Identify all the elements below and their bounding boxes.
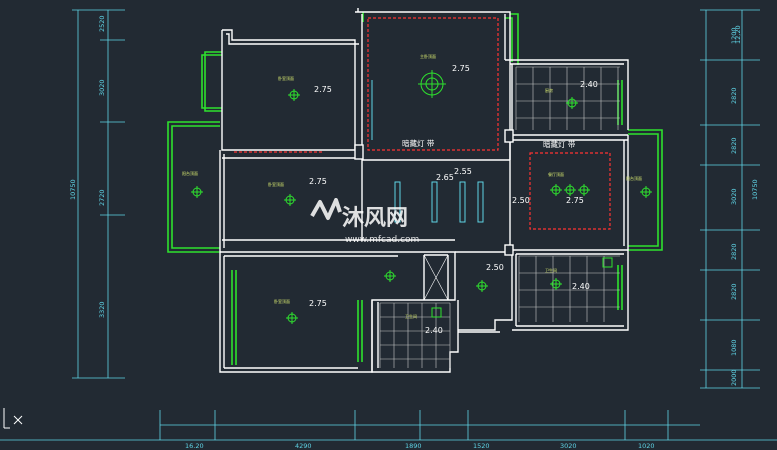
dim-right-3: 2820: [730, 137, 738, 154]
ceiling-height-corridor-b: 2.55: [454, 167, 472, 176]
ceiling-height-bedroom-lower: 2.75: [309, 299, 327, 308]
dim-right-2: 2820: [730, 87, 738, 104]
svg-text:卧室顶面: 卧室顶面: [268, 181, 284, 187]
dim-left-total: 10750: [69, 179, 77, 200]
walls: [219, 8, 629, 373]
cove-light-lines: [234, 17, 611, 230]
living-room-posts: [371, 80, 484, 223]
dimension-lines: [0, 9, 777, 441]
dim-bottom-3: 1890: [405, 442, 422, 450]
ceiling-height-master: 2.75: [452, 64, 470, 73]
dim-left-3: 2720: [98, 189, 106, 206]
dim-bottom-6: 1020: [638, 442, 655, 450]
ceiling-height-bedroom-upper: 2.75: [314, 85, 332, 94]
ceiling-height-bedroom-middle: 2.75: [309, 177, 327, 186]
dim-bottom-4: 1520: [473, 442, 490, 450]
room-labels: 卧室顶面 主卧顶面 阳台顶面 卧室顶面 餐厅顶面 阳台顶面 卧室顶面 卫生间 卫…: [182, 53, 642, 319]
dim-bottom-5: 3020: [560, 442, 577, 450]
watermark: 沐风网 www.mfcad.com: [310, 198, 419, 245]
ucs-axis-icon: [3, 408, 23, 429]
dim-right-1: 1200: [730, 27, 738, 44]
svg-text:厨房: 厨房: [545, 87, 553, 93]
svg-text:餐厅顶面: 餐厅顶面: [548, 171, 564, 177]
cove-light-note-dining: 暗藏灯 带: [543, 139, 576, 149]
dim-left-4: 3320: [98, 301, 106, 318]
vent-icon: [602, 257, 613, 268]
dim-right-top: 12,20: [734, 25, 742, 44]
ceiling-height-corridor-a: 2.65: [436, 173, 454, 182]
dim-right-total: 10750: [751, 179, 759, 200]
dim-right-4: 3020: [730, 188, 738, 205]
dim-bottom-2: 4290: [295, 442, 312, 450]
svg-text:卫生间: 卫生间: [545, 267, 557, 273]
watermark-url: www.mfcad.com: [345, 235, 419, 245]
svg-text:卧室顶面: 卧室顶面: [274, 298, 290, 304]
light-fixtures: [191, 70, 652, 324]
watermark-brand: 沐风网: [342, 206, 408, 231]
svg-text:主卧顶面: 主卧顶面: [420, 53, 436, 59]
dim-right-5: 2820: [730, 243, 738, 260]
cove-light-note-living: 暗藏灯 带: [402, 138, 435, 148]
dim-right-7: 1080: [730, 339, 738, 356]
tiled-floors: [379, 66, 620, 368]
dim-right-8: 2000: [730, 369, 738, 386]
ceiling-height-bath-small: 2.40: [425, 326, 443, 335]
svg-text:卧室顶面: 卧室顶面: [278, 75, 294, 81]
dim-right-6: 2820: [730, 283, 738, 300]
dim-left-1: 2520: [98, 15, 106, 32]
ceiling-height-bath-right: 2.40: [572, 282, 590, 291]
svg-text:卫生间: 卫生间: [405, 313, 417, 319]
ceiling-height-entry: 2.50: [486, 263, 504, 272]
svg-text:阳台顶面: 阳台顶面: [182, 170, 198, 176]
svg-text:阳台顶面: 阳台顶面: [626, 175, 642, 181]
vent-icon: [431, 307, 442, 318]
ceiling-height-dining-side: 2.50: [512, 196, 530, 205]
watermark-logo: [310, 198, 342, 220]
ceiling-height-kitchen: 2.40: [580, 80, 598, 89]
dim-bottom-1: 16.20: [185, 442, 204, 450]
dim-left-2: 3020: [98, 79, 106, 96]
ceiling-height-dining: 2.75: [566, 196, 584, 205]
